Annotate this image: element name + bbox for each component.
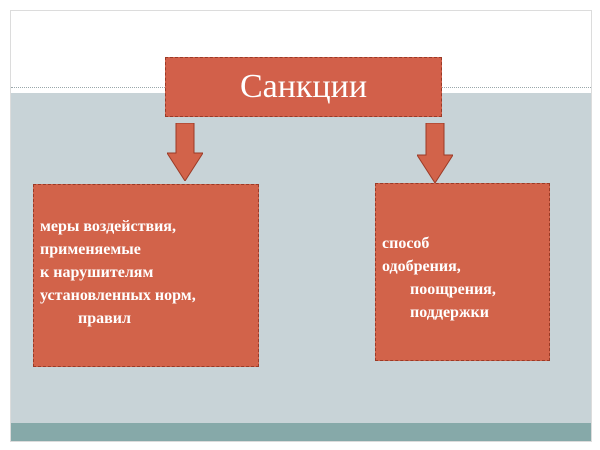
left-line-5: правил	[78, 310, 131, 327]
footer-band	[11, 423, 591, 441]
left-arrow-down-icon	[167, 123, 203, 181]
title-box: Санкции	[165, 57, 442, 117]
right-line-4: поддержки	[410, 304, 489, 321]
left-line-1: меры воздействия,	[40, 218, 176, 235]
left-line-3: к нарушителям	[40, 264, 154, 281]
slide: Санкции меры воздействия, применяемые к …	[10, 10, 592, 442]
right-definition-box: способ одобрения, поощрения, поддержки	[375, 183, 550, 361]
right-arrow-down-icon	[417, 123, 453, 183]
left-definition-box: меры воздействия, применяемые к нарушите…	[33, 184, 259, 367]
title-text: Санкции	[239, 68, 368, 105]
right-line-3: поощрения,	[410, 281, 496, 298]
left-line-2: применяемые	[40, 241, 141, 258]
right-line-2: одобрения,	[382, 258, 461, 275]
right-line-1: способ	[382, 235, 430, 252]
left-line-4: установленных норм,	[40, 287, 196, 304]
